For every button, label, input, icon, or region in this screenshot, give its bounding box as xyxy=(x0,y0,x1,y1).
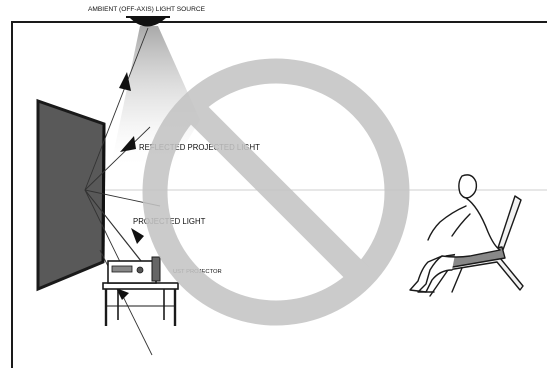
projector-table xyxy=(102,282,179,326)
arrow-icon xyxy=(120,136,136,152)
prohibition-sign-icon xyxy=(142,58,410,326)
arrow-icon xyxy=(116,288,129,300)
room-outline xyxy=(11,21,547,368)
reflected-light-label: REFLECTED PROJECTED LIGHT xyxy=(139,143,260,152)
arrow-icon xyxy=(119,72,131,91)
projection-screen xyxy=(36,98,106,292)
arrow-icon xyxy=(131,228,144,244)
screen-edge xyxy=(101,123,106,263)
ust-projector-icon xyxy=(107,256,161,284)
ambient-source-label: AMBIENT (OFF-AXIS) LIGHT SOURCE xyxy=(88,6,206,13)
light-fixture-icon xyxy=(129,17,167,27)
seated-viewer-icon xyxy=(409,174,524,297)
